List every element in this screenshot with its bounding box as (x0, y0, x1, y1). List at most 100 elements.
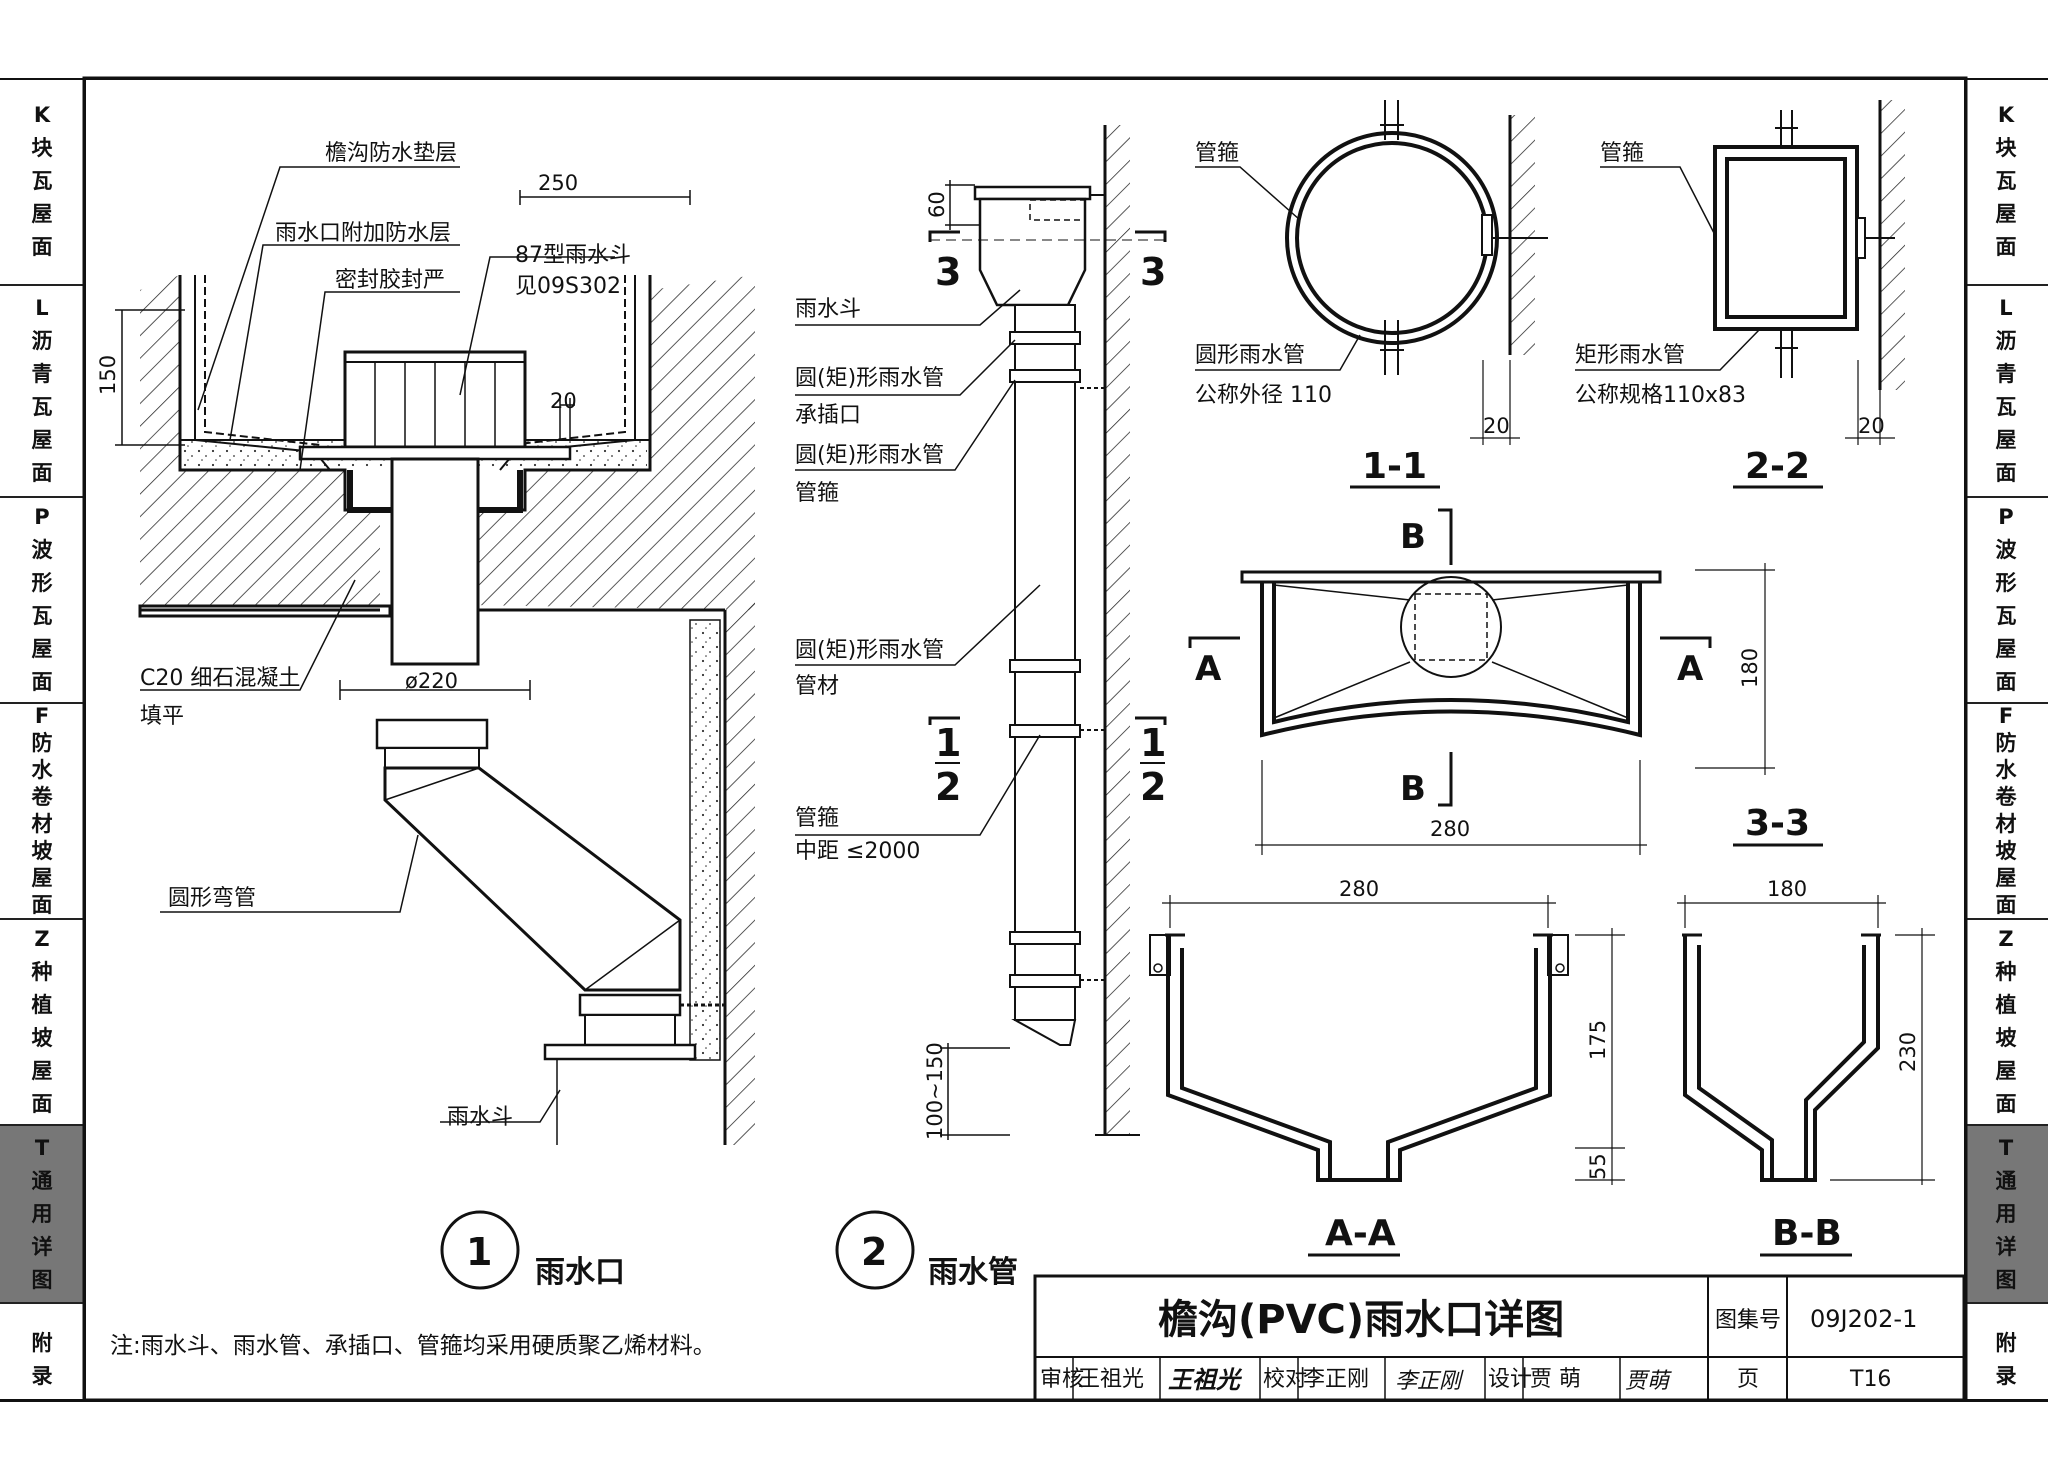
review-label: 审核 (1040, 1367, 1084, 1392)
section-1-1: 20 管箍 圆形雨水管 公称外径 110 1-1 (1195, 100, 1548, 489)
label-pipe-body-1: 圆(矩)形雨水管 (795, 638, 944, 663)
title-block: 檐沟(PVC)雨水口详图 图集号 09J202-1 审核 王祖光 王祖光 校对 … (1033, 1274, 1966, 1402)
cut-a-left: A (1195, 649, 1222, 689)
page-number: T16 (1849, 1367, 1891, 1392)
cut-3-left: 3 (935, 250, 961, 294)
dim-3-3-h: 180 (1738, 648, 1762, 688)
label-drain-type: 87型雨水斗 (515, 243, 631, 268)
label-clamp-1: 管箍 (795, 806, 839, 831)
dim-2-2-gap: 20 (1858, 414, 1885, 438)
cut-b-bottom: B (1400, 769, 1426, 809)
cut-2-left: 2 (935, 765, 961, 809)
dim-220: ø220 (405, 669, 458, 693)
tab-appendix[interactable]: 附录 (31, 1331, 53, 1388)
label-pipe-socket-2: 承插口 (795, 403, 861, 428)
page-label: 页 (1737, 1367, 1759, 1392)
cut-2-right: 2 (1140, 765, 1166, 809)
note-text: 注:雨水斗、雨水管、承插口、管箍均采用硬质聚乙烯材料。 (110, 1333, 716, 1359)
design-label: 设计 (1488, 1367, 1532, 1392)
label-pipe-body-2: 管材 (795, 674, 839, 699)
cut-a-right: A (1677, 649, 1704, 689)
cut-3-right: 3 (1140, 250, 1166, 294)
label-fill: 填平 (140, 704, 184, 729)
cut-b-top: B (1400, 517, 1426, 557)
label-drain-ref: 见09S302 (515, 274, 621, 299)
detail-2-downpipe: 3 3 1 1 2 2 60 100~150 雨水斗 圆(矩)形雨水管 承插口 … (795, 125, 1167, 1290)
section-a-a: 280 175 55 A-A (1149, 877, 1625, 1257)
reviewer-name: 王祖光 (1078, 1367, 1144, 1392)
label-1-1-spec: 公称外径 110 (1195, 383, 1332, 408)
dim-1-1-gap: 20 (1483, 414, 1510, 438)
section-b-b: 180 230 B-B (1677, 877, 1935, 1257)
detail-1-name: 雨水口 (535, 1255, 625, 1290)
detail-1-number-circle (440, 1210, 520, 1290)
detail-2-number-circle (835, 1210, 915, 1290)
section-b-b-title: B-B (1772, 1213, 1842, 1254)
section-2-2-title: 2-2 (1745, 446, 1810, 487)
section-3-3: B B A A 280 180 3-3 (1188, 508, 1823, 855)
detail-1-outlet: 250 150 20 ø220 檐沟防水垫层 雨水口附加防水层 密封胶封严 87… (96, 141, 755, 1290)
dim-250: 250 (538, 171, 578, 195)
section-2-2: 20 管箍 矩形雨水管 公称规格110x83 2-2 (1575, 100, 1905, 489)
dim-b-b-w: 180 (1767, 877, 1807, 901)
dim-100-150: 100~150 (923, 1042, 947, 1140)
reviewer-signature: 王祖光 (1168, 1365, 1243, 1394)
label-gutter-waterproof-pad: 檐沟防水垫层 (325, 141, 457, 166)
designer-signature: 贾萌 (1625, 1369, 1672, 1394)
atlas-number: 09J202-1 (1810, 1305, 1917, 1333)
label-clamp-2: 中距 ≤2000 (795, 839, 920, 864)
dim-b-b-h: 230 (1896, 1032, 1920, 1072)
section-a-a-title: A-A (1325, 1213, 1396, 1254)
cut-1-right: 1 (1140, 721, 1166, 765)
section-1-1-title: 1-1 (1362, 446, 1427, 487)
dim-20: 20 (550, 389, 577, 413)
label-1-1-clamp: 管箍 (1195, 141, 1239, 166)
detail-2-name: 雨水管 (928, 1255, 1018, 1290)
detail-1-number: 1 (466, 1230, 492, 1274)
atlas-label: 图集号 (1715, 1308, 1781, 1333)
label-2-2-clamp: 管箍 (1600, 141, 1644, 166)
checker-signature: 李正刚 (1395, 1369, 1464, 1394)
label-2-2-pipe: 矩形雨水管 (1575, 343, 1685, 368)
label-outlet-extra-waterproof: 雨水口附加防水层 (275, 221, 451, 246)
label-pipe-socket-1: 圆(矩)形雨水管 (795, 366, 944, 391)
check-label: 校对 (1263, 1367, 1307, 1392)
dim-a-a-h2: 55 (1586, 1153, 1610, 1180)
dim-150: 150 (96, 355, 120, 395)
label-2-2-spec: 公称规格110x83 (1575, 383, 1746, 408)
dim-60: 60 (925, 191, 949, 218)
dim-3-3-w: 280 (1430, 817, 1470, 841)
sheet-title: 檐沟(PVC)雨水口详图 (1158, 1297, 1564, 1343)
checker-name: 李正刚 (1303, 1367, 1369, 1392)
label-pipe-clamp-2: 管箍 (795, 481, 839, 506)
dim-a-a-w: 280 (1339, 877, 1379, 901)
label-1-1-pipe: 圆形雨水管 (1195, 343, 1305, 368)
label-elbow: 圆形弯管 (168, 886, 256, 911)
label-hopper-2: 雨水斗 (795, 297, 861, 322)
designer-name: 贾 萌 (1530, 1367, 1581, 1392)
detail-2-number: 2 (861, 1230, 887, 1274)
dim-a-a-h1: 175 (1586, 1020, 1610, 1060)
section-3-3-title: 3-3 (1745, 803, 1810, 844)
label-concrete: C20 细石混凝土 (140, 666, 300, 691)
cut-1-left: 1 (935, 721, 961, 765)
label-hopper-1: 雨水斗 (447, 1105, 513, 1130)
label-pipe-clamp-1: 圆(矩)形雨水管 (795, 443, 944, 468)
label-sealant: 密封胶封严 (335, 268, 445, 293)
tab-appendix[interactable]: 附录 (1995, 1331, 2017, 1388)
